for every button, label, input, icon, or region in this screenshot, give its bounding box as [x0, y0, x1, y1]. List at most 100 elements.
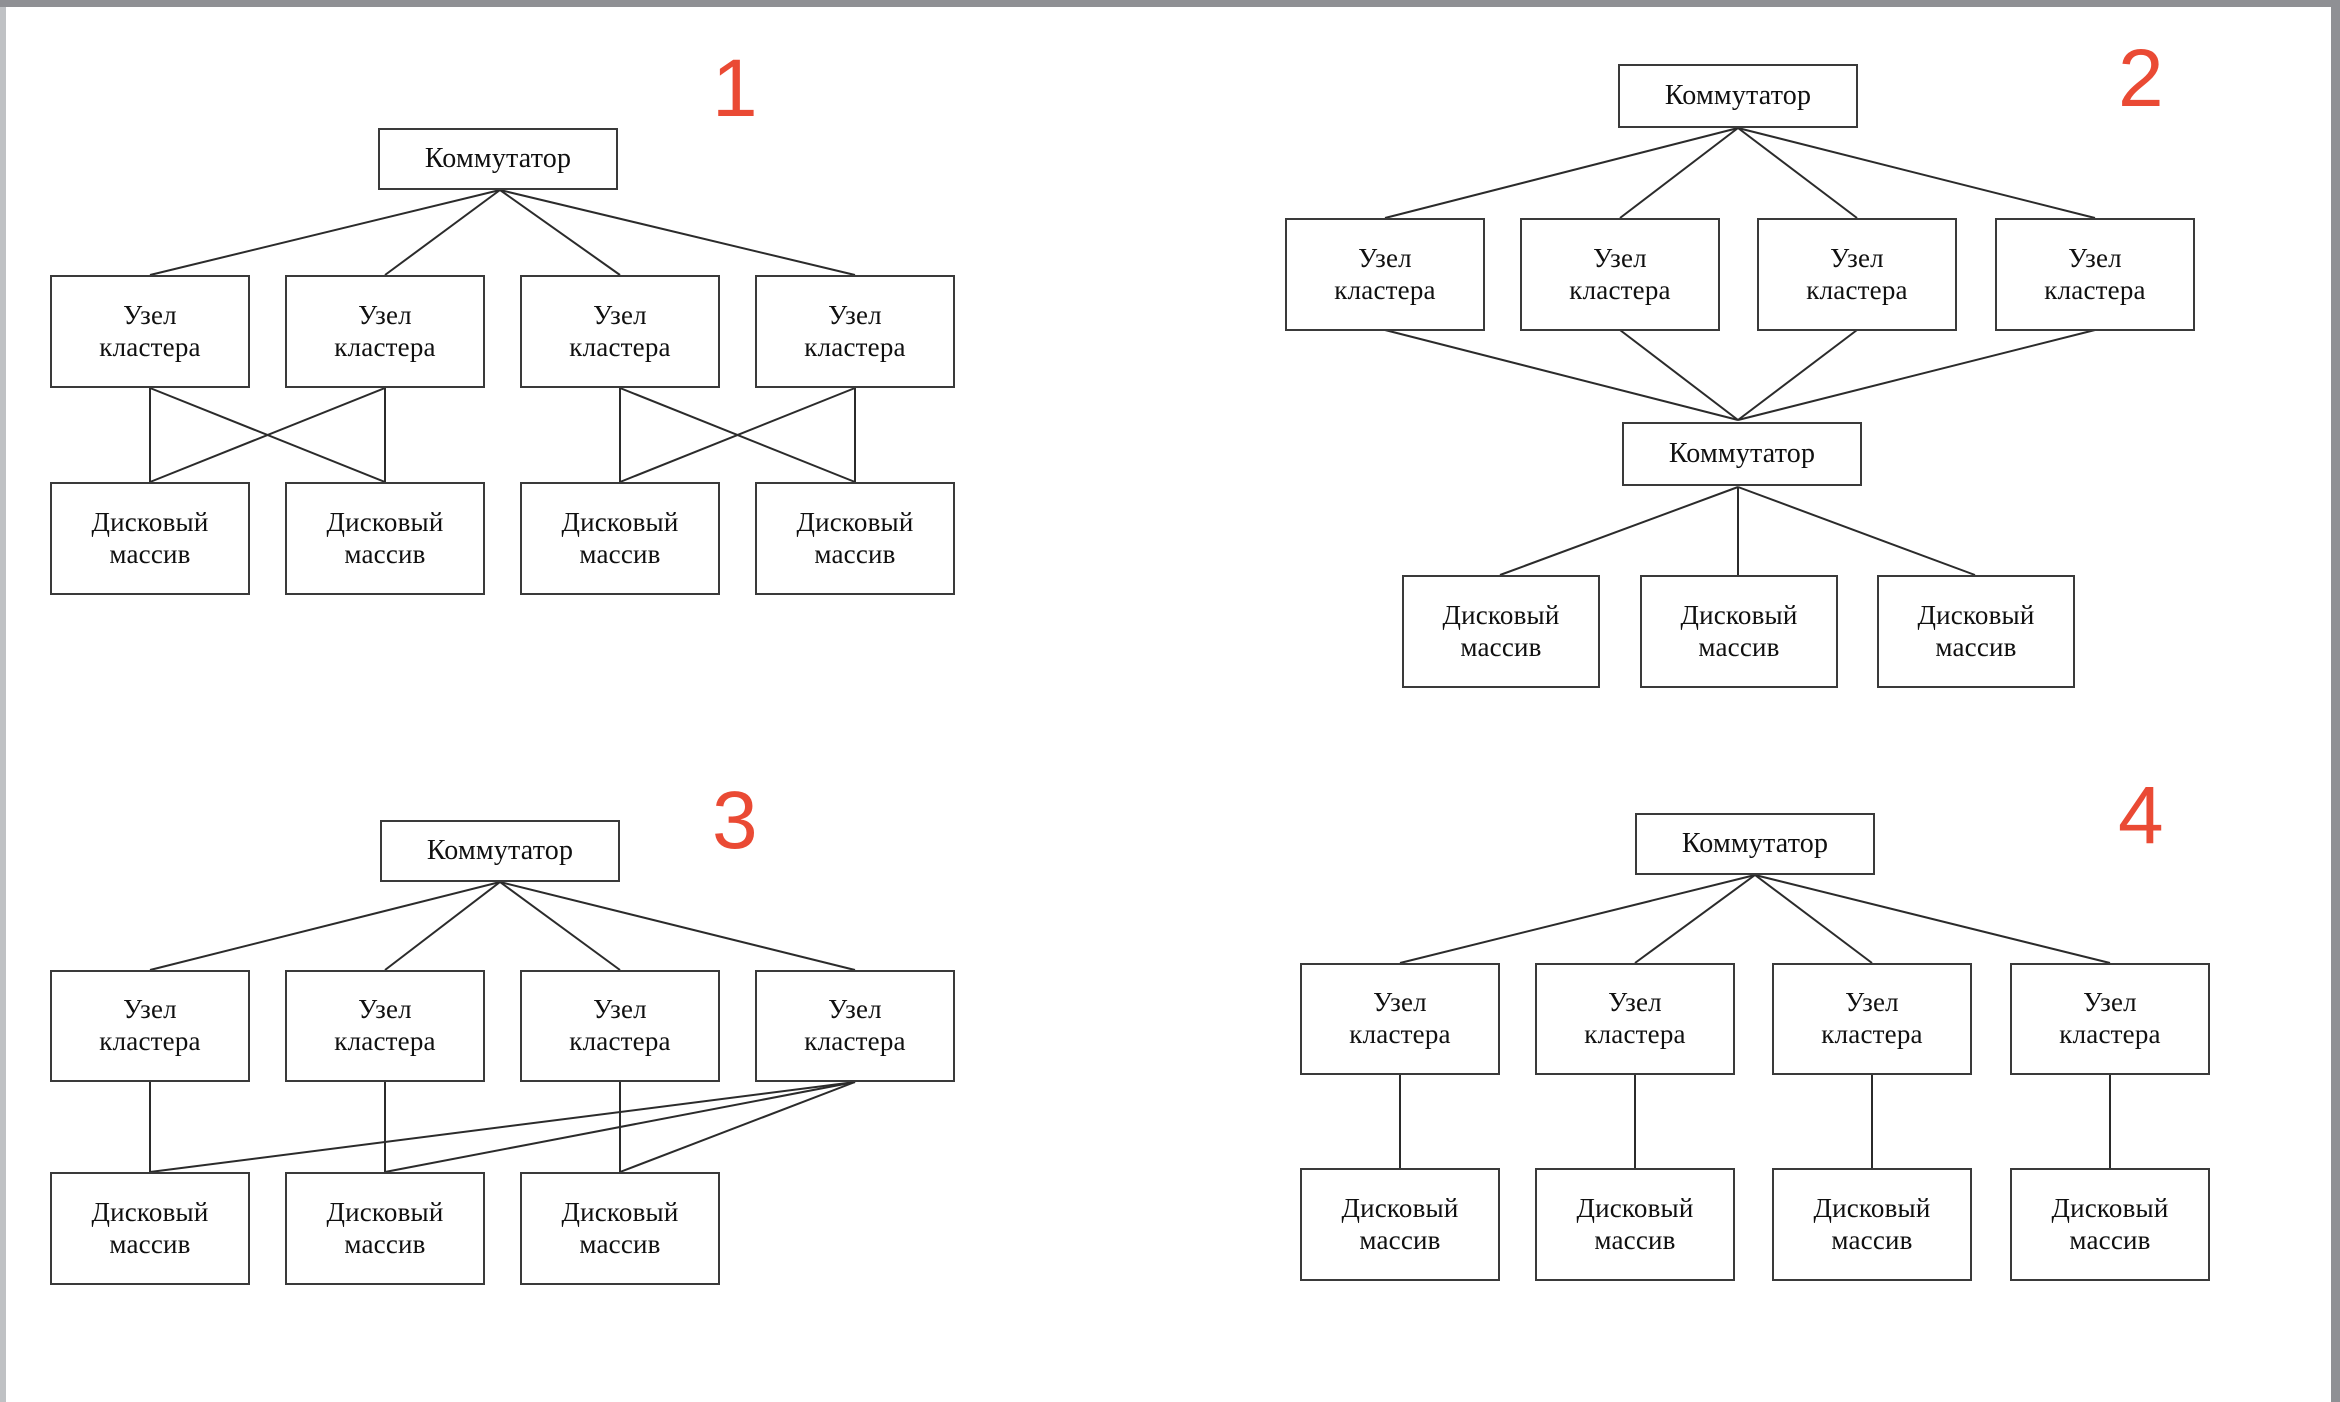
diagram-1-cluster-node-2[interactable]: Узел кластера [285, 275, 485, 388]
cluster-node-label-line1: Узел [2083, 987, 2137, 1018]
cluster-node-label-line2: кластера [804, 1026, 906, 1056]
disk-array-label: Дисковый массив [1442, 600, 1559, 664]
cluster-node-label: Узел кластера [99, 300, 200, 364]
diagram-2-switch-bottom[interactable]: Коммутатор [1622, 422, 1862, 486]
disk-array-label: Дисковый массив [1680, 600, 1797, 664]
diagram-4-disk-array-4[interactable]: Дисковый массив [2010, 1168, 2210, 1281]
diagram-2-cluster-node-4[interactable]: Узел кластера [1995, 218, 2195, 331]
diagram-2-disk-array-3[interactable]: Дисковый массив [1877, 575, 2075, 688]
disk-array-label-line2: массив [109, 538, 191, 569]
diagram-3-badge: 3 [712, 775, 758, 866]
disk-array-label-line1: Дисковый [91, 1196, 209, 1227]
diagram-2-cluster-node-2[interactable]: Узел кластера [1520, 218, 1720, 331]
cluster-node-label-line2: кластера [569, 1026, 671, 1056]
diagram-1-badge: 1 [712, 43, 758, 134]
switch-label: Коммутатор [1664, 80, 1812, 112]
diagram-3-cluster-node-4[interactable]: Узел кластера [755, 970, 955, 1082]
disk-array-label: Дисковый массив [1917, 600, 2034, 664]
disk-array-label-line1: Дисковый [326, 506, 444, 537]
cluster-node-label: Узел кластера [2059, 987, 2160, 1051]
diagram-2-badge: 2 [2118, 33, 2164, 124]
diagram-4-disk-array-3[interactable]: Дисковый массив [1772, 1168, 1972, 1281]
disk-array-label-line2: массив [1460, 631, 1542, 662]
cluster-node-label-line1: Узел [123, 994, 177, 1025]
disk-array-label-line1: Дисковый [796, 506, 914, 537]
diagram-3-cluster-node-1[interactable]: Узел кластера [50, 970, 250, 1082]
cluster-node-label-line1: Узел [358, 299, 412, 330]
diagram-3-disk-array-3[interactable]: Дисковый массив [520, 1172, 720, 1285]
diagram-1-disk-array-3[interactable]: Дисковый массив [520, 482, 720, 595]
diagram-3-switch-top[interactable]: Коммутатор [380, 820, 620, 882]
cluster-node-label: Узел кластера [99, 994, 200, 1058]
disk-array-label-line1: Дисковый [91, 506, 209, 537]
cluster-node-label-line2: кластера [334, 331, 436, 362]
cluster-node-label-line1: Узел [1830, 242, 1884, 273]
diagram-4-cluster-node-3[interactable]: Узел кластера [1772, 963, 1972, 1075]
cluster-node-label-line2: кластера [1334, 274, 1436, 305]
cluster-node-label-line2: кластера [1806, 274, 1908, 305]
diagram-1-cluster-node-4[interactable]: Узел кластера [755, 275, 955, 388]
cluster-node-label-line1: Узел [1373, 987, 1427, 1018]
disk-array-label: Дисковый массив [796, 507, 913, 571]
cluster-node-label: Узел кластера [1569, 243, 1670, 307]
disk-array-label: Дисковый массив [1576, 1193, 1693, 1257]
cluster-node-label-line1: Узел [2068, 242, 2122, 273]
diagram-1-cluster-node-1[interactable]: Узел кластера [50, 275, 250, 388]
disk-array-label: Дисковый массив [561, 507, 678, 571]
diagram-3-cluster-node-2[interactable]: Узел кластера [285, 970, 485, 1082]
disk-array-label-line2: массив [814, 538, 896, 569]
cluster-node-label-line2: кластера [2044, 274, 2146, 305]
disk-array-label-line1: Дисковый [1442, 599, 1560, 630]
cluster-node-label-line2: кластера [1821, 1019, 1923, 1049]
cluster-node-label-line1: Узел [1358, 242, 1412, 273]
diagram-4-disk-array-1[interactable]: Дисковый массив [1300, 1168, 1500, 1281]
diagram-4-cluster-node-2[interactable]: Узел кластера [1535, 963, 1735, 1075]
diagram-3-disk-array-2[interactable]: Дисковый массив [285, 1172, 485, 1285]
cluster-node-label: Узел кластера [1821, 987, 1922, 1051]
cluster-node-label: Узел кластера [569, 300, 670, 364]
disk-array-label-line2: массив [579, 1228, 661, 1259]
diagram-2: 2 Коммутатор Узел кластера Узел кластера… [0, 0, 2340, 700]
diagram-1-disk-array-1[interactable]: Дисковый массив [50, 482, 250, 595]
cluster-node-label-line2: кластера [569, 331, 671, 362]
diagram-3-disk-array-1[interactable]: Дисковый массив [50, 1172, 250, 1285]
disk-array-label-line2: массив [579, 538, 661, 569]
diagram-2-disk-array-1[interactable]: Дисковый массив [1402, 575, 1600, 688]
switch-label: Коммутатор [1668, 438, 1816, 470]
diagram-4-cluster-node-4[interactable]: Узел кластера [2010, 963, 2210, 1075]
cluster-node-label-line2: кластера [99, 1026, 201, 1056]
cluster-node-label-line1: Узел [358, 994, 412, 1025]
switch-label: Коммутатор [424, 143, 572, 175]
cluster-node-label-line2: кластера [1584, 1019, 1686, 1049]
diagram-3-cluster-node-3[interactable]: Узел кластера [520, 970, 720, 1082]
diagram-1-switch-top[interactable]: Коммутатор [378, 128, 618, 190]
cluster-node-label: Узел кластера [1349, 987, 1450, 1051]
diagram-1-disk-array-2[interactable]: Дисковый массив [285, 482, 485, 595]
cluster-node-label: Узел кластера [334, 300, 435, 364]
diagram-4-disk-array-2[interactable]: Дисковый массив [1535, 1168, 1735, 1281]
cluster-node-label-line1: Узел [1608, 987, 1662, 1018]
diagram-2-cluster-node-3[interactable]: Узел кластера [1757, 218, 1957, 331]
cluster-node-label-line2: кластера [804, 331, 906, 362]
diagram-1-cluster-node-3[interactable]: Узел кластера [520, 275, 720, 388]
diagram-2-disk-array-2[interactable]: Дисковый массив [1640, 575, 1838, 688]
diagram-4-switch-top[interactable]: Коммутатор [1635, 813, 1875, 875]
diagram-1: 1 Коммутатор Узел кластера Узел кластера… [0, 0, 1170, 700]
diagram-2-switch-top[interactable]: Коммутатор [1618, 64, 1858, 128]
cluster-node-label-line1: Узел [593, 299, 647, 330]
disk-array-label-line2: массив [1935, 631, 2017, 662]
disk-array-label-line1: Дисковый [1813, 1192, 1931, 1223]
cluster-node-label: Узел кластера [1806, 243, 1907, 307]
disk-array-label-line2: массив [2069, 1224, 2151, 1255]
disk-array-label-line2: массив [1831, 1224, 1913, 1255]
diagram-1-disk-array-4[interactable]: Дисковый массив [755, 482, 955, 595]
diagram-4-cluster-node-1[interactable]: Узел кластера [1300, 963, 1500, 1075]
disk-array-label-line1: Дисковый [1341, 1192, 1459, 1223]
diagram-3: 3 Коммутатор Узел кластера Узел кластера… [50, 775, 955, 1285]
diagram-2-cluster-node-1[interactable]: Узел кластера [1285, 218, 1485, 331]
switch-label: Коммутатор [426, 835, 574, 867]
disk-array-label: Дисковый массив [326, 507, 443, 571]
cluster-node-label: Узел кластера [334, 994, 435, 1058]
